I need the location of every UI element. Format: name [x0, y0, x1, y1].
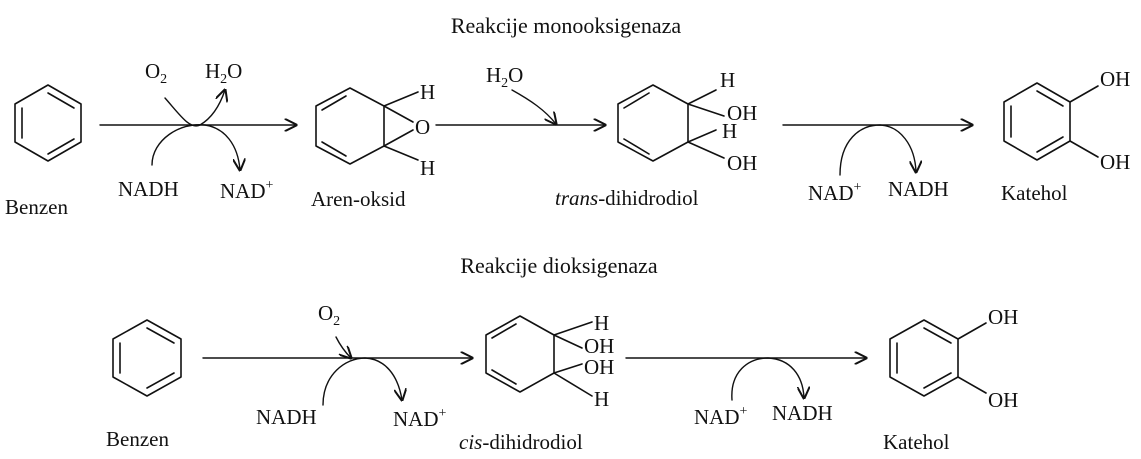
product-h2o: H2O — [205, 59, 242, 87]
curved-arrow-o2-dioxy — [335, 336, 351, 358]
benzene-structure-1 — [14, 84, 82, 162]
product-nadh-dioxy: NADH — [772, 401, 833, 425]
reagent-o2-dioxy: O2 — [318, 301, 340, 329]
product-nadh-mono: NADH — [888, 177, 949, 201]
trans-dihydrodiol-label: trans-dihidrodiol — [555, 186, 699, 210]
catechol-label-2: Katehol — [883, 430, 950, 454]
atom-h-trans-2: H — [722, 119, 737, 143]
benzene-label-1: Benzen — [5, 195, 68, 219]
reagent-h2o: H2O — [486, 63, 523, 91]
reagent-nadh-dioxy: NADH — [256, 405, 317, 429]
reagent-nadh-1: NADH — [118, 177, 179, 201]
catechol-structure-1 — [1003, 82, 1099, 161]
benzene-label-2: Benzen — [106, 427, 169, 451]
reagent-nad-dioxy: NAD+ — [694, 404, 748, 429]
monooxygenase-title: Reakcije monooksigenaza — [451, 13, 682, 38]
product-nad-1: NAD+ — [220, 178, 274, 203]
product-nad-dioxy: NAD+ — [393, 406, 447, 431]
atom-oh-catechol2-top: OH — [988, 305, 1018, 329]
atom-o-epoxide: O — [415, 115, 430, 139]
reagent-o2: O2 — [145, 59, 167, 87]
curved-arrow-nad-nadh-dioxy — [731, 357, 804, 401]
atom-oh-catechol1-top: OH — [1100, 67, 1130, 91]
atom-oh-trans-1: OH — [727, 101, 757, 125]
atom-h-arene-bottom: H — [420, 156, 435, 180]
dioxygenase-title: Reakcije dioksigenaza — [460, 253, 658, 278]
trans-dihydrodiol-structure — [617, 84, 725, 162]
atom-oh-catechol2-bottom: OH — [988, 388, 1018, 412]
curved-arrow-nadh-nad-dioxy — [322, 357, 402, 406]
cis-dihydrodiol-label: cis-dihidrodiol — [459, 430, 583, 454]
arene-oxide-label: Aren-oksid — [311, 187, 406, 211]
cis-dihydrodiol-structure — [485, 315, 593, 397]
arene-oxide-structure — [315, 87, 419, 165]
curved-arrow-nad-nadh-mono — [839, 124, 916, 176]
atom-h-cis-top: H — [594, 311, 609, 335]
atom-h-arene-top: H — [420, 80, 435, 104]
catechol-structure-2 — [889, 319, 987, 397]
atom-oh-cis-2: OH — [584, 355, 614, 379]
curved-arrow-nadh-nad — [151, 124, 240, 170]
atom-h-trans-1: H — [720, 68, 735, 92]
curved-arrow-o2-h2o — [164, 90, 225, 127]
atom-oh-catechol1-bottom: OH — [1100, 150, 1130, 174]
atom-oh-cis-1: OH — [584, 334, 614, 358]
atom-oh-trans-2: OH — [727, 151, 757, 175]
benzene-structure-2 — [112, 319, 182, 397]
reagent-nad-mono: NAD+ — [808, 180, 862, 205]
catechol-label-1: Katehol — [1001, 181, 1068, 205]
atom-h-cis-bottom: H — [594, 387, 609, 411]
curved-arrow-h2o — [511, 89, 556, 124]
